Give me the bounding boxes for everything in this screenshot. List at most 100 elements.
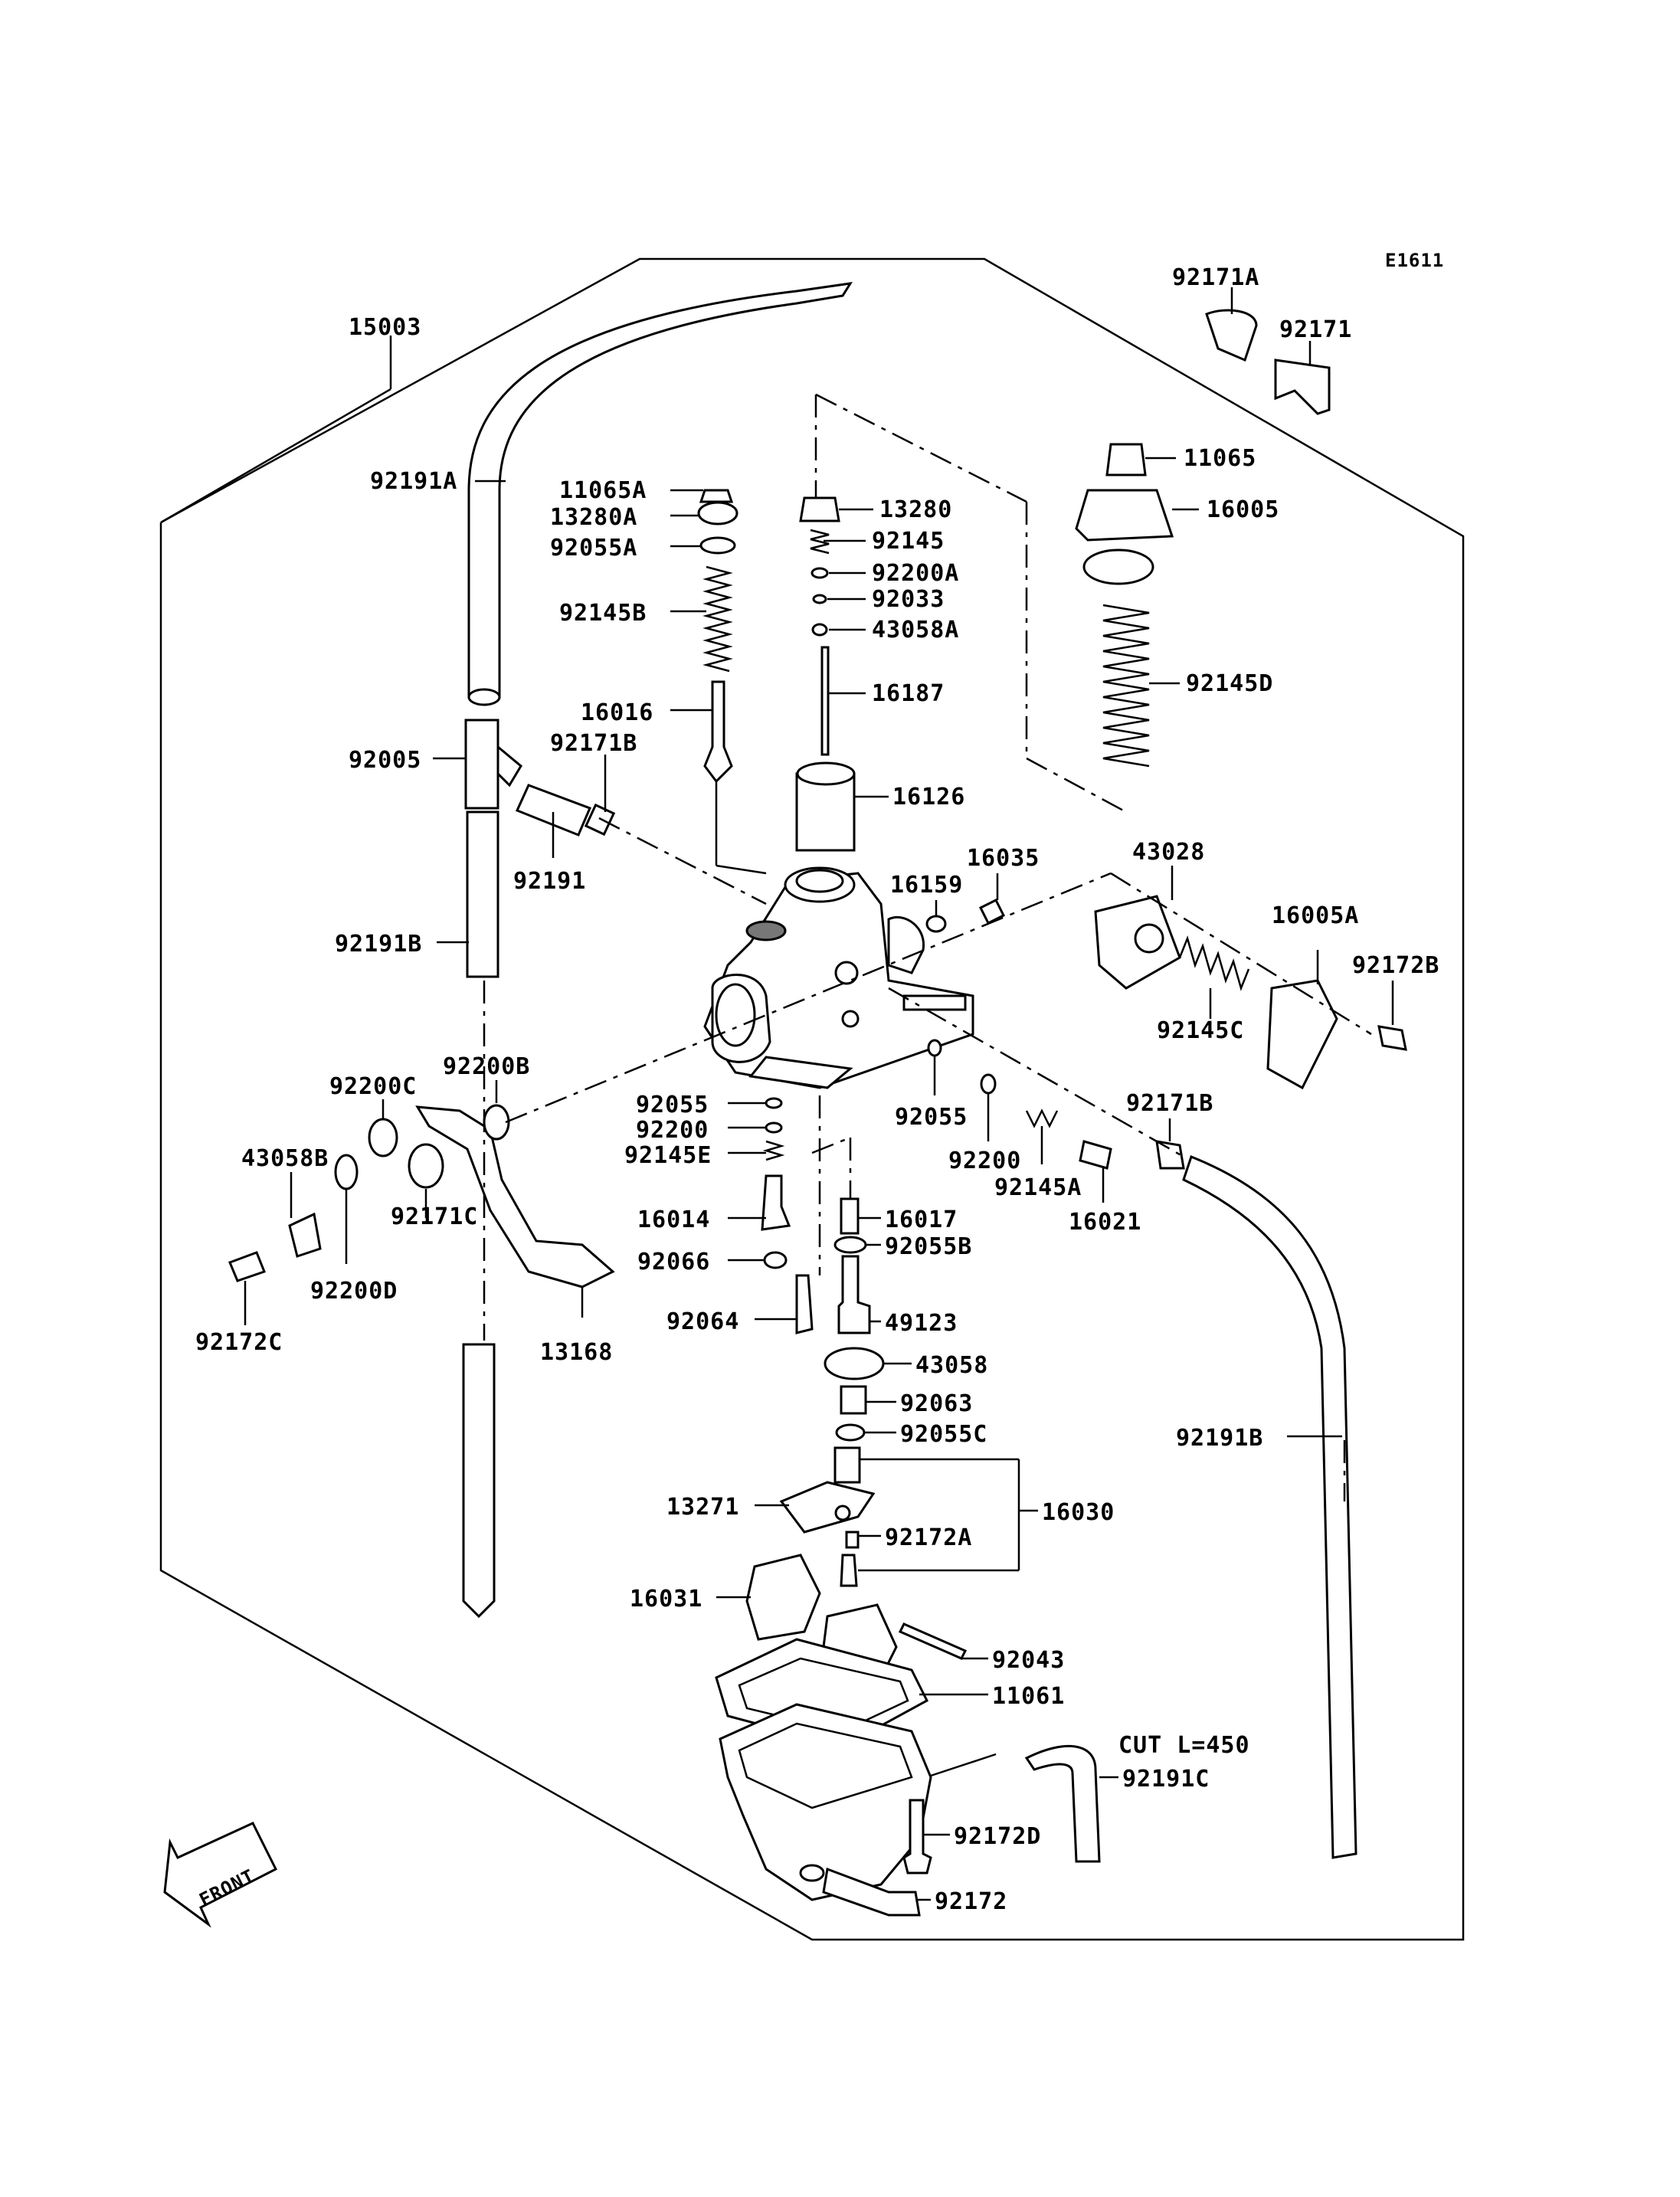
plug-16159 [925, 915, 947, 933]
label-49123: 49123 [885, 1310, 958, 1337]
label-92172A: 92172A [885, 1524, 972, 1551]
label-92200-right: 92200 [948, 1148, 1021, 1174]
jet-92064 [795, 1274, 814, 1334]
clip-92033 [812, 594, 827, 604]
needle-16030-lower [840, 1554, 858, 1587]
label-92145A: 92145A [994, 1174, 1082, 1201]
jet-needle-16187 [820, 646, 830, 756]
label-92005: 92005 [349, 747, 421, 774]
seat-92200A [811, 567, 829, 579]
cap-13280A [697, 501, 738, 526]
throttle-cable-upper [467, 282, 853, 699]
label-92191A: 92191A [370, 468, 457, 495]
label-11061: 11061 [992, 1683, 1065, 1710]
cable-tube-92191 [515, 784, 591, 837]
jet-holder-49123 [837, 1255, 871, 1334]
label-92055C: 92055C [900, 1421, 987, 1448]
bolt-92172D [902, 1799, 932, 1874]
screw-16035 [978, 898, 1006, 925]
label-92191: 92191 [513, 868, 586, 895]
plate-13271 [779, 1481, 876, 1534]
label-13280: 13280 [879, 496, 952, 523]
label-16187: 16187 [872, 680, 945, 707]
label-92191B-left: 92191B [335, 931, 422, 958]
float-pin-92043 [898, 1622, 968, 1660]
label-92171C: 92171C [391, 1203, 478, 1230]
float-pin-92172A [845, 1531, 860, 1549]
washer-16005 [1082, 548, 1154, 585]
label-cut-length: CUT L=450 [1118, 1732, 1250, 1759]
throttle-cable-right [1182, 1155, 1357, 1859]
spring-92145 [810, 529, 830, 555]
washer-92200-right [980, 1073, 997, 1095]
label-92200C: 92200C [329, 1073, 417, 1100]
label-16021: 16021 [1069, 1209, 1141, 1236]
label-92066: 92066 [637, 1249, 710, 1275]
collar-92171C [408, 1143, 444, 1189]
diagram-code: E1611 [1385, 250, 1444, 271]
washer-92200C [368, 1118, 398, 1157]
label-92063: 92063 [900, 1390, 973, 1417]
label-13168: 13168 [540, 1339, 613, 1366]
cap-16005 [1075, 489, 1174, 542]
washer-92200D [334, 1154, 359, 1190]
plug-92066 [763, 1251, 788, 1269]
starter-plunger-16016 [703, 680, 733, 784]
label-11065: 11065 [1184, 445, 1256, 472]
washer-92055-right [927, 1039, 942, 1057]
label-43058: 43058 [915, 1352, 988, 1379]
float-16031 [745, 1554, 821, 1641]
front-arrow: FRONT [163, 1822, 278, 1928]
label-92172B: 92172B [1352, 952, 1439, 979]
label-92200A: 92200A [872, 560, 959, 587]
spring-92145A [1025, 1108, 1059, 1128]
spring-92145B [702, 565, 733, 673]
washer-92200B [483, 1104, 510, 1141]
reference-lines [483, 393, 1372, 1501]
label-43058A: 43058A [872, 617, 959, 643]
label-13280A: 13280A [550, 504, 637, 531]
label-16016: 16016 [581, 699, 653, 726]
screw-92172 [822, 1867, 921, 1917]
label-16031: 16031 [630, 1586, 702, 1613]
label-92055-left: 92055 [636, 1092, 709, 1118]
bolt-92172B [1377, 1025, 1407, 1051]
label-16030: 16030 [1042, 1499, 1115, 1526]
leader-lines [160, 287, 1394, 1901]
cable-tube-left-middle [466, 810, 499, 978]
needle-valve-16030 [833, 1446, 861, 1484]
label-92145D: 92145D [1186, 670, 1273, 697]
label-16017: 16017 [885, 1207, 958, 1233]
washer-92200-left [765, 1121, 783, 1134]
label-92043: 92043 [992, 1647, 1065, 1674]
plate-43058 [824, 1347, 885, 1380]
label-92171: 92171 [1279, 316, 1352, 343]
needle-jet-16014 [761, 1174, 791, 1231]
label-16159: 16159 [890, 872, 963, 899]
cap-11065A [699, 489, 734, 503]
label-92172D: 92172D [954, 1823, 1041, 1850]
label-16005A: 16005A [1272, 902, 1359, 929]
cap-13280 [799, 496, 840, 522]
spring-92145C [1178, 935, 1250, 991]
label-92145: 92145 [872, 528, 945, 555]
bracket-13168 [415, 1105, 615, 1288]
cable-tube-left-lower [462, 1343, 496, 1619]
label-92191C: 92191C [1122, 1766, 1210, 1793]
cable-joint-92005 [464, 719, 499, 810]
label-92145E: 92145E [624, 1142, 712, 1169]
spring-92145D [1102, 604, 1150, 768]
cover-16005A [1266, 979, 1338, 1090]
label-43058B: 43058B [241, 1145, 329, 1172]
bolt-92172C [228, 1251, 266, 1282]
oring-92055C [835, 1423, 866, 1442]
jet-16017 [840, 1197, 860, 1235]
label-43028: 43028 [1132, 839, 1205, 866]
part-labels: E1611 15003 92191A 11065A 13280A 92055A … [195, 250, 1444, 1915]
label-16126: 16126 [892, 784, 965, 810]
label-92200B: 92200B [443, 1053, 530, 1080]
drain-tube-92191C [1024, 1744, 1101, 1863]
label-92145C: 92145C [1157, 1017, 1244, 1044]
cap-11065 [1105, 443, 1147, 476]
